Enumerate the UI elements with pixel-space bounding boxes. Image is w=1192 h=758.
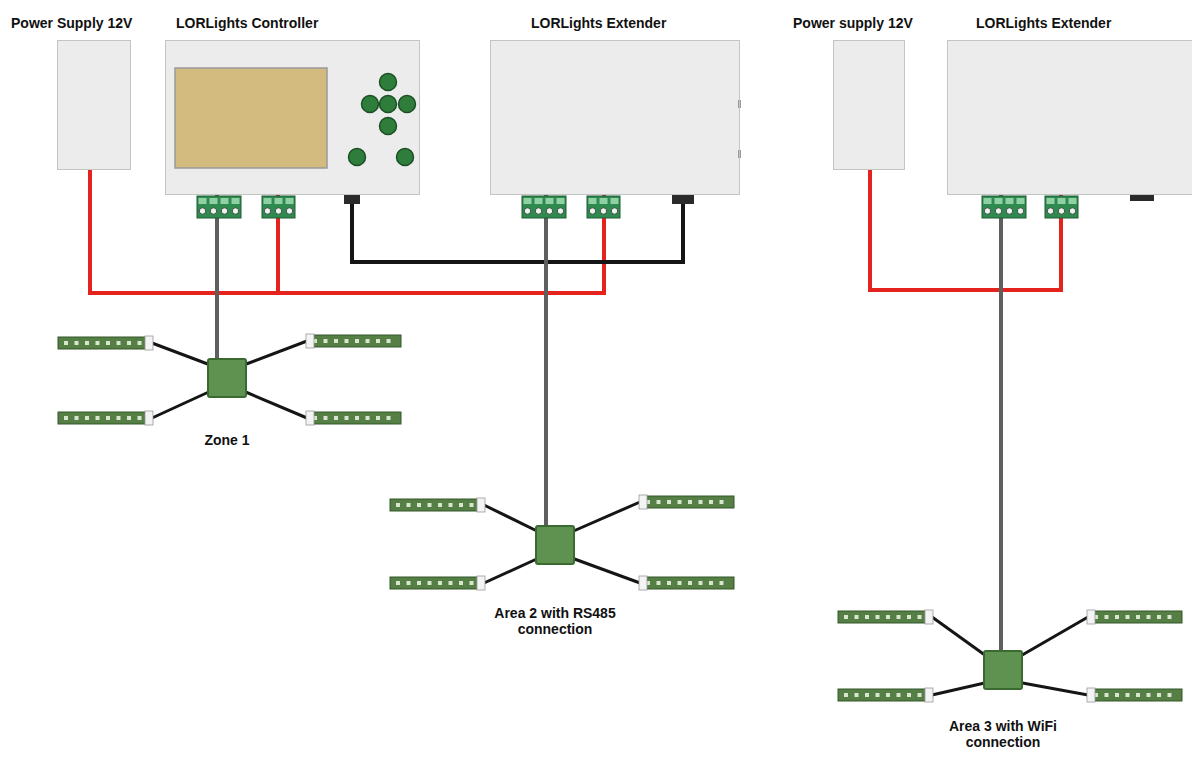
control-button — [362, 96, 379, 113]
led-strip — [838, 610, 933, 624]
area-label: Zone 1 — [152, 432, 302, 448]
control-button — [349, 149, 366, 166]
control-button — [397, 149, 414, 166]
cable — [352, 195, 683, 262]
hub-node: Area 2 with RS485 connection — [475, 525, 635, 637]
box-fill — [833, 40, 905, 170]
strip-wire — [152, 390, 213, 418]
strip-wire — [1017, 682, 1088, 695]
control-button — [380, 118, 397, 135]
bus-connector — [672, 195, 694, 204]
bus-connector — [344, 195, 360, 204]
device-heading: LORLights Extender — [531, 15, 666, 31]
control-button — [380, 74, 397, 91]
led-strip — [390, 498, 485, 512]
terminal-block — [1045, 196, 1078, 218]
area-label: Area 2 with RS485 connection — [480, 605, 630, 637]
cable — [870, 170, 1061, 290]
control-button — [380, 96, 397, 113]
terminal-block — [587, 196, 620, 218]
device-box: Power Supply 12V — [57, 40, 131, 170]
led-strip — [639, 576, 734, 590]
box-fill — [165, 40, 420, 195]
led-strip — [58, 336, 153, 350]
strip-wire — [484, 557, 541, 583]
strip-wire — [569, 502, 640, 533]
cable — [999, 195, 1003, 650]
box-fill — [57, 40, 131, 170]
device-box: LORLights Extender — [947, 40, 1192, 195]
lcd-screen — [175, 68, 327, 168]
terminal-block — [197, 196, 241, 218]
hub-board — [207, 358, 247, 398]
area-label: Area 3 with WiFi connection — [928, 718, 1078, 750]
terminal-block — [982, 196, 1026, 218]
strip-wire — [932, 682, 989, 695]
led-strip — [838, 688, 933, 702]
control-button — [399, 96, 416, 113]
device-heading: LORLights Controller — [176, 15, 318, 31]
box-fill — [947, 40, 1192, 195]
device-box: LORLights Extender — [490, 40, 740, 195]
strip-wire — [152, 343, 213, 366]
strip-wire — [484, 505, 541, 533]
led-strip — [639, 495, 734, 509]
led-strip — [306, 411, 401, 425]
terminal-block — [262, 196, 295, 218]
hub-board — [535, 525, 575, 565]
device-heading: Power Supply 12V — [11, 15, 132, 31]
led-strip — [1087, 688, 1182, 702]
strip-wire — [241, 390, 307, 418]
cable — [90, 170, 604, 293]
strip-wire — [569, 557, 640, 583]
strip-wire — [932, 617, 989, 658]
device-heading: LORLights Extender — [976, 15, 1111, 31]
device-box: LORLights Controller — [165, 40, 420, 195]
cable — [544, 195, 548, 525]
led-strip — [1087, 610, 1182, 624]
hub-node: Zone 1 — [147, 358, 307, 448]
cable — [215, 195, 219, 358]
terminal-block — [522, 196, 566, 218]
device-heading: Power supply 12V — [793, 15, 913, 31]
led-strip — [58, 411, 153, 425]
strip-wire — [1017, 617, 1088, 658]
led-strip — [306, 334, 401, 348]
strip-wire — [241, 341, 307, 366]
bus-connector — [1130, 195, 1154, 201]
cable — [90, 170, 278, 293]
hub-board — [983, 650, 1023, 690]
led-strip — [390, 576, 485, 590]
box-fill — [490, 40, 740, 195]
hub-node: Area 3 with WiFi connection — [923, 650, 1083, 750]
device-box: Power supply 12V — [833, 40, 905, 170]
